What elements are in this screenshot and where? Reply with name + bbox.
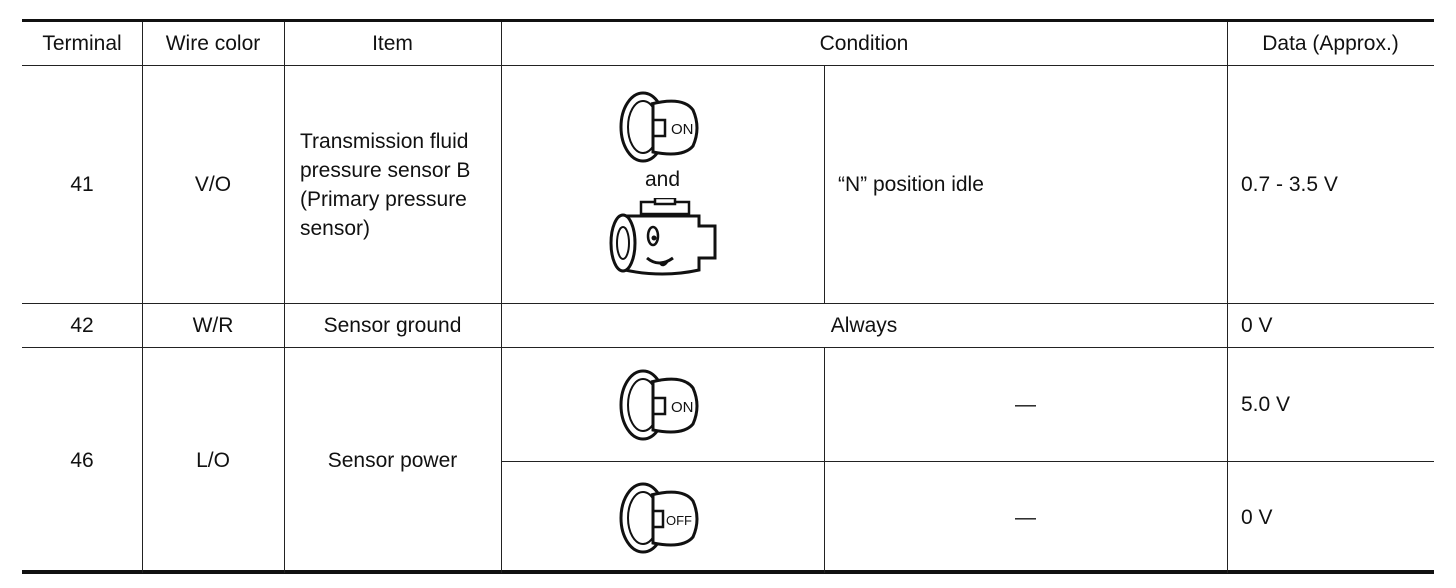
item-46: Sensor power (327, 448, 458, 472)
ignition-key-on-icon: ON (619, 91, 698, 162)
data-46-off: 0 V (1241, 505, 1273, 529)
wire-color-46: L/O (196, 448, 230, 472)
column-divider (501, 22, 502, 573)
ignition-key-off-icon: OFF (619, 482, 698, 553)
terminal-41: 41 (70, 172, 94, 196)
wire-color-41: V/O (194, 172, 232, 196)
terminal-data-table: Terminal Wire color Item Condition Data … (22, 19, 1434, 574)
condition-42: Always (830, 313, 898, 337)
data-42: 0 V (1241, 313, 1273, 337)
column-divider (142, 22, 143, 573)
column-divider (824, 347, 825, 573)
condition-icon-46-on: ON (501, 348, 824, 461)
data-46-on: 5.0 V (1241, 392, 1291, 416)
ignition-key-on-icon: ON (619, 369, 698, 440)
column-divider (1227, 22, 1228, 573)
condition-icon-46-off: OFF (501, 462, 824, 573)
item-41-line: sensor) (300, 216, 371, 240)
and-label: and (644, 167, 681, 191)
wire-color-42: W/R (192, 313, 234, 337)
icon-label: OFF (666, 513, 692, 528)
header-terminal: Terminal (42, 31, 122, 55)
item-41-text: Transmission fluid pressure sensor B (Pr… (284, 127, 470, 243)
column-divider (284, 22, 285, 573)
icon-label: ON (671, 399, 694, 416)
item-41: Transmission fluid pressure sensor B (Pr… (284, 66, 501, 303)
item-41-line: (Primary pressure (300, 187, 467, 211)
row-divider (22, 347, 1434, 348)
icon-label: ON (671, 121, 694, 138)
condition-text-46-on: — (1015, 392, 1036, 416)
item-41-line: pressure sensor B (300, 158, 471, 182)
terminal-46: 46 (70, 448, 94, 472)
header-divider (22, 65, 1434, 66)
item-41-line: Transmission fluid (300, 129, 469, 153)
engine-running-icon (609, 197, 716, 275)
header-condition: Condition (819, 31, 909, 55)
column-divider (824, 65, 825, 303)
condition-text-41: “N” position idle (838, 172, 984, 196)
header-data: Data (Approx.) (1262, 31, 1399, 55)
row-divider (22, 303, 1434, 304)
terminal-42: 42 (70, 313, 94, 337)
header-wire-color: Wire color (165, 31, 261, 55)
item-42: Sensor ground (323, 313, 462, 337)
condition-icons-41: ON and (501, 66, 824, 303)
condition-text-46-off: — (1015, 505, 1036, 529)
subrow-divider (501, 461, 1434, 462)
header-item: Item (372, 31, 413, 55)
data-41: 0.7 - 3.5 V (1241, 172, 1338, 196)
